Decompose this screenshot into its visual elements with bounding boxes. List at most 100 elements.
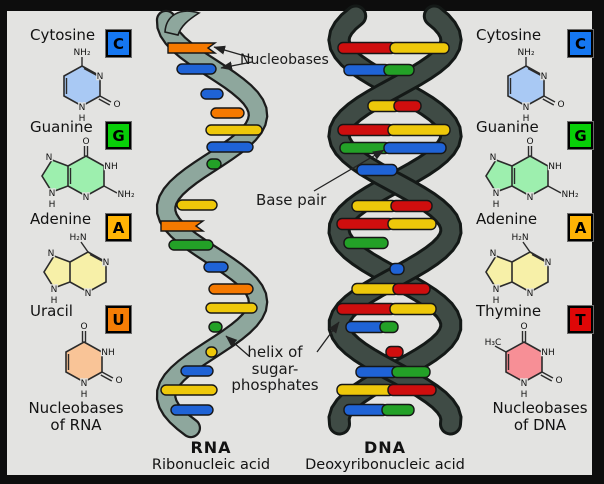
svg-text:H: H [493, 200, 500, 210]
dna-base-pair-right [389, 41, 450, 55]
svg-text:N: N [48, 249, 55, 259]
rna-base-bar [203, 261, 229, 273]
svg-text:O: O [520, 322, 527, 332]
dna-base-pair [385, 345, 404, 359]
base-name-label: Guanine [30, 118, 93, 136]
svg-text:O: O [82, 137, 89, 147]
svg-text:H₂N: H₂N [511, 233, 528, 243]
svg-text:NH: NH [101, 348, 115, 358]
base-name-label: Thymine [476, 302, 542, 320]
base-name-label: Guanine [476, 118, 539, 136]
svg-text:H: H [49, 200, 56, 210]
svg-text:N: N [521, 379, 528, 389]
rna-base-bar [160, 220, 206, 232]
right-footer-line1: Nucleobases [492, 399, 588, 417]
svg-text:N: N [490, 249, 497, 259]
rna-title: RNA [190, 438, 232, 457]
rna-subtitle: Ribonucleic acid [151, 457, 271, 473]
svg-text:O: O [526, 137, 533, 147]
svg-text:N: N [545, 258, 552, 268]
svg-text:N: N [51, 285, 58, 295]
rna-base-bar [210, 107, 245, 119]
dna-base-pair-right [383, 141, 447, 155]
base-symbol-badge: A [568, 214, 593, 241]
svg-text:NH: NH [104, 162, 118, 172]
base-symbol-badge: G [568, 122, 593, 149]
rna-ribbon-curl [164, 10, 201, 36]
diagram-background [7, 11, 592, 475]
dna-base-pair-left [336, 383, 395, 397]
svg-text:N: N [493, 189, 500, 199]
annotation-arrow [316, 321, 340, 353]
rna-base-bar [205, 124, 263, 136]
svg-text:H: H [79, 114, 86, 124]
base-symbol-badge: T [568, 306, 593, 333]
right-footer: Nucleobases of DNA [474, 400, 604, 434]
dna-base-pair-right [390, 199, 433, 213]
dna-base-pair-right [381, 403, 415, 417]
svg-text:O: O [80, 322, 87, 332]
rna-base-bar [206, 141, 254, 153]
base-symbol-badge: G [106, 122, 131, 149]
rna-base-bar [167, 42, 218, 54]
dna-base-pair-right [393, 99, 422, 113]
svg-text:N: N [103, 258, 110, 268]
svg-text:O: O [555, 376, 562, 386]
rna-base-bar [205, 346, 218, 358]
cytosine-structure: NH₂ N O N H [63, 47, 122, 125]
cytosine-structure: NH₂ N O N H [507, 47, 566, 125]
svg-text:NH₂: NH₂ [117, 190, 135, 200]
rna-base-bar [170, 404, 214, 416]
dna-title: DNA [363, 438, 407, 457]
rna-base-bar [206, 158, 222, 170]
dna-base-pair-left [337, 41, 397, 55]
svg-text:N: N [493, 285, 500, 295]
svg-text:H₃C: H₃C [485, 338, 502, 348]
rna-base-bar [176, 199, 218, 211]
dna-strand-left [330, 7, 460, 433]
dna-base-pair-right [387, 383, 437, 397]
svg-text:N: N [527, 289, 534, 299]
svg-text:O: O [115, 376, 122, 386]
svg-text:N: N [83, 193, 90, 203]
annotation-arrow [213, 45, 253, 59]
dna-base-pair-right [389, 302, 437, 316]
svg-text:H: H [51, 296, 58, 306]
svg-text:NH₂: NH₂ [517, 48, 535, 58]
base-name-label: Adenine [30, 210, 92, 228]
right-footer-line2: of DNA [513, 415, 567, 434]
svg-text:N: N [85, 289, 92, 299]
svg-text:N: N [523, 103, 530, 113]
svg-text:N: N [79, 103, 86, 113]
adenine-structure: H₂N N N N N H [43, 232, 111, 307]
base-name-label: Adenine [476, 210, 538, 228]
rna-caption: RNA Ribonucleic acid [141, 438, 281, 473]
base-name-label: Uracil [30, 302, 73, 320]
svg-text:NH₂: NH₂ [561, 190, 579, 200]
svg-text:N: N [541, 72, 548, 82]
dna-base-pair-left [339, 141, 391, 155]
rna-base-bar [200, 88, 224, 100]
svg-text:H: H [81, 390, 88, 400]
base-symbol-badge: C [568, 30, 593, 57]
dna-base-pair [343, 236, 389, 250]
helix-label-line1: helix of [247, 343, 303, 361]
svg-text:N: N [49, 189, 56, 199]
dna-base-pair-left [336, 302, 397, 316]
dna-base-pair-right [383, 63, 415, 77]
dna-base-pair-right [392, 282, 431, 296]
svg-text:N: N [97, 72, 104, 82]
dna-base-pair-right [379, 320, 399, 334]
thymine-structure: H₃C O NH O N H [483, 321, 563, 402]
dna-caption: DNA Deoxyribonucleic acid [305, 438, 465, 473]
dna-base-pair-right [391, 365, 431, 379]
dna-base-pair-left [336, 217, 395, 231]
base-symbol-badge: A [106, 214, 131, 241]
annotation-arrow [220, 61, 253, 71]
annotation-arrow [225, 335, 250, 357]
nucleobases-label: Nucleobases [240, 52, 329, 68]
rna-base-bar [180, 365, 214, 377]
base-name-label: Cytosine [30, 26, 96, 44]
